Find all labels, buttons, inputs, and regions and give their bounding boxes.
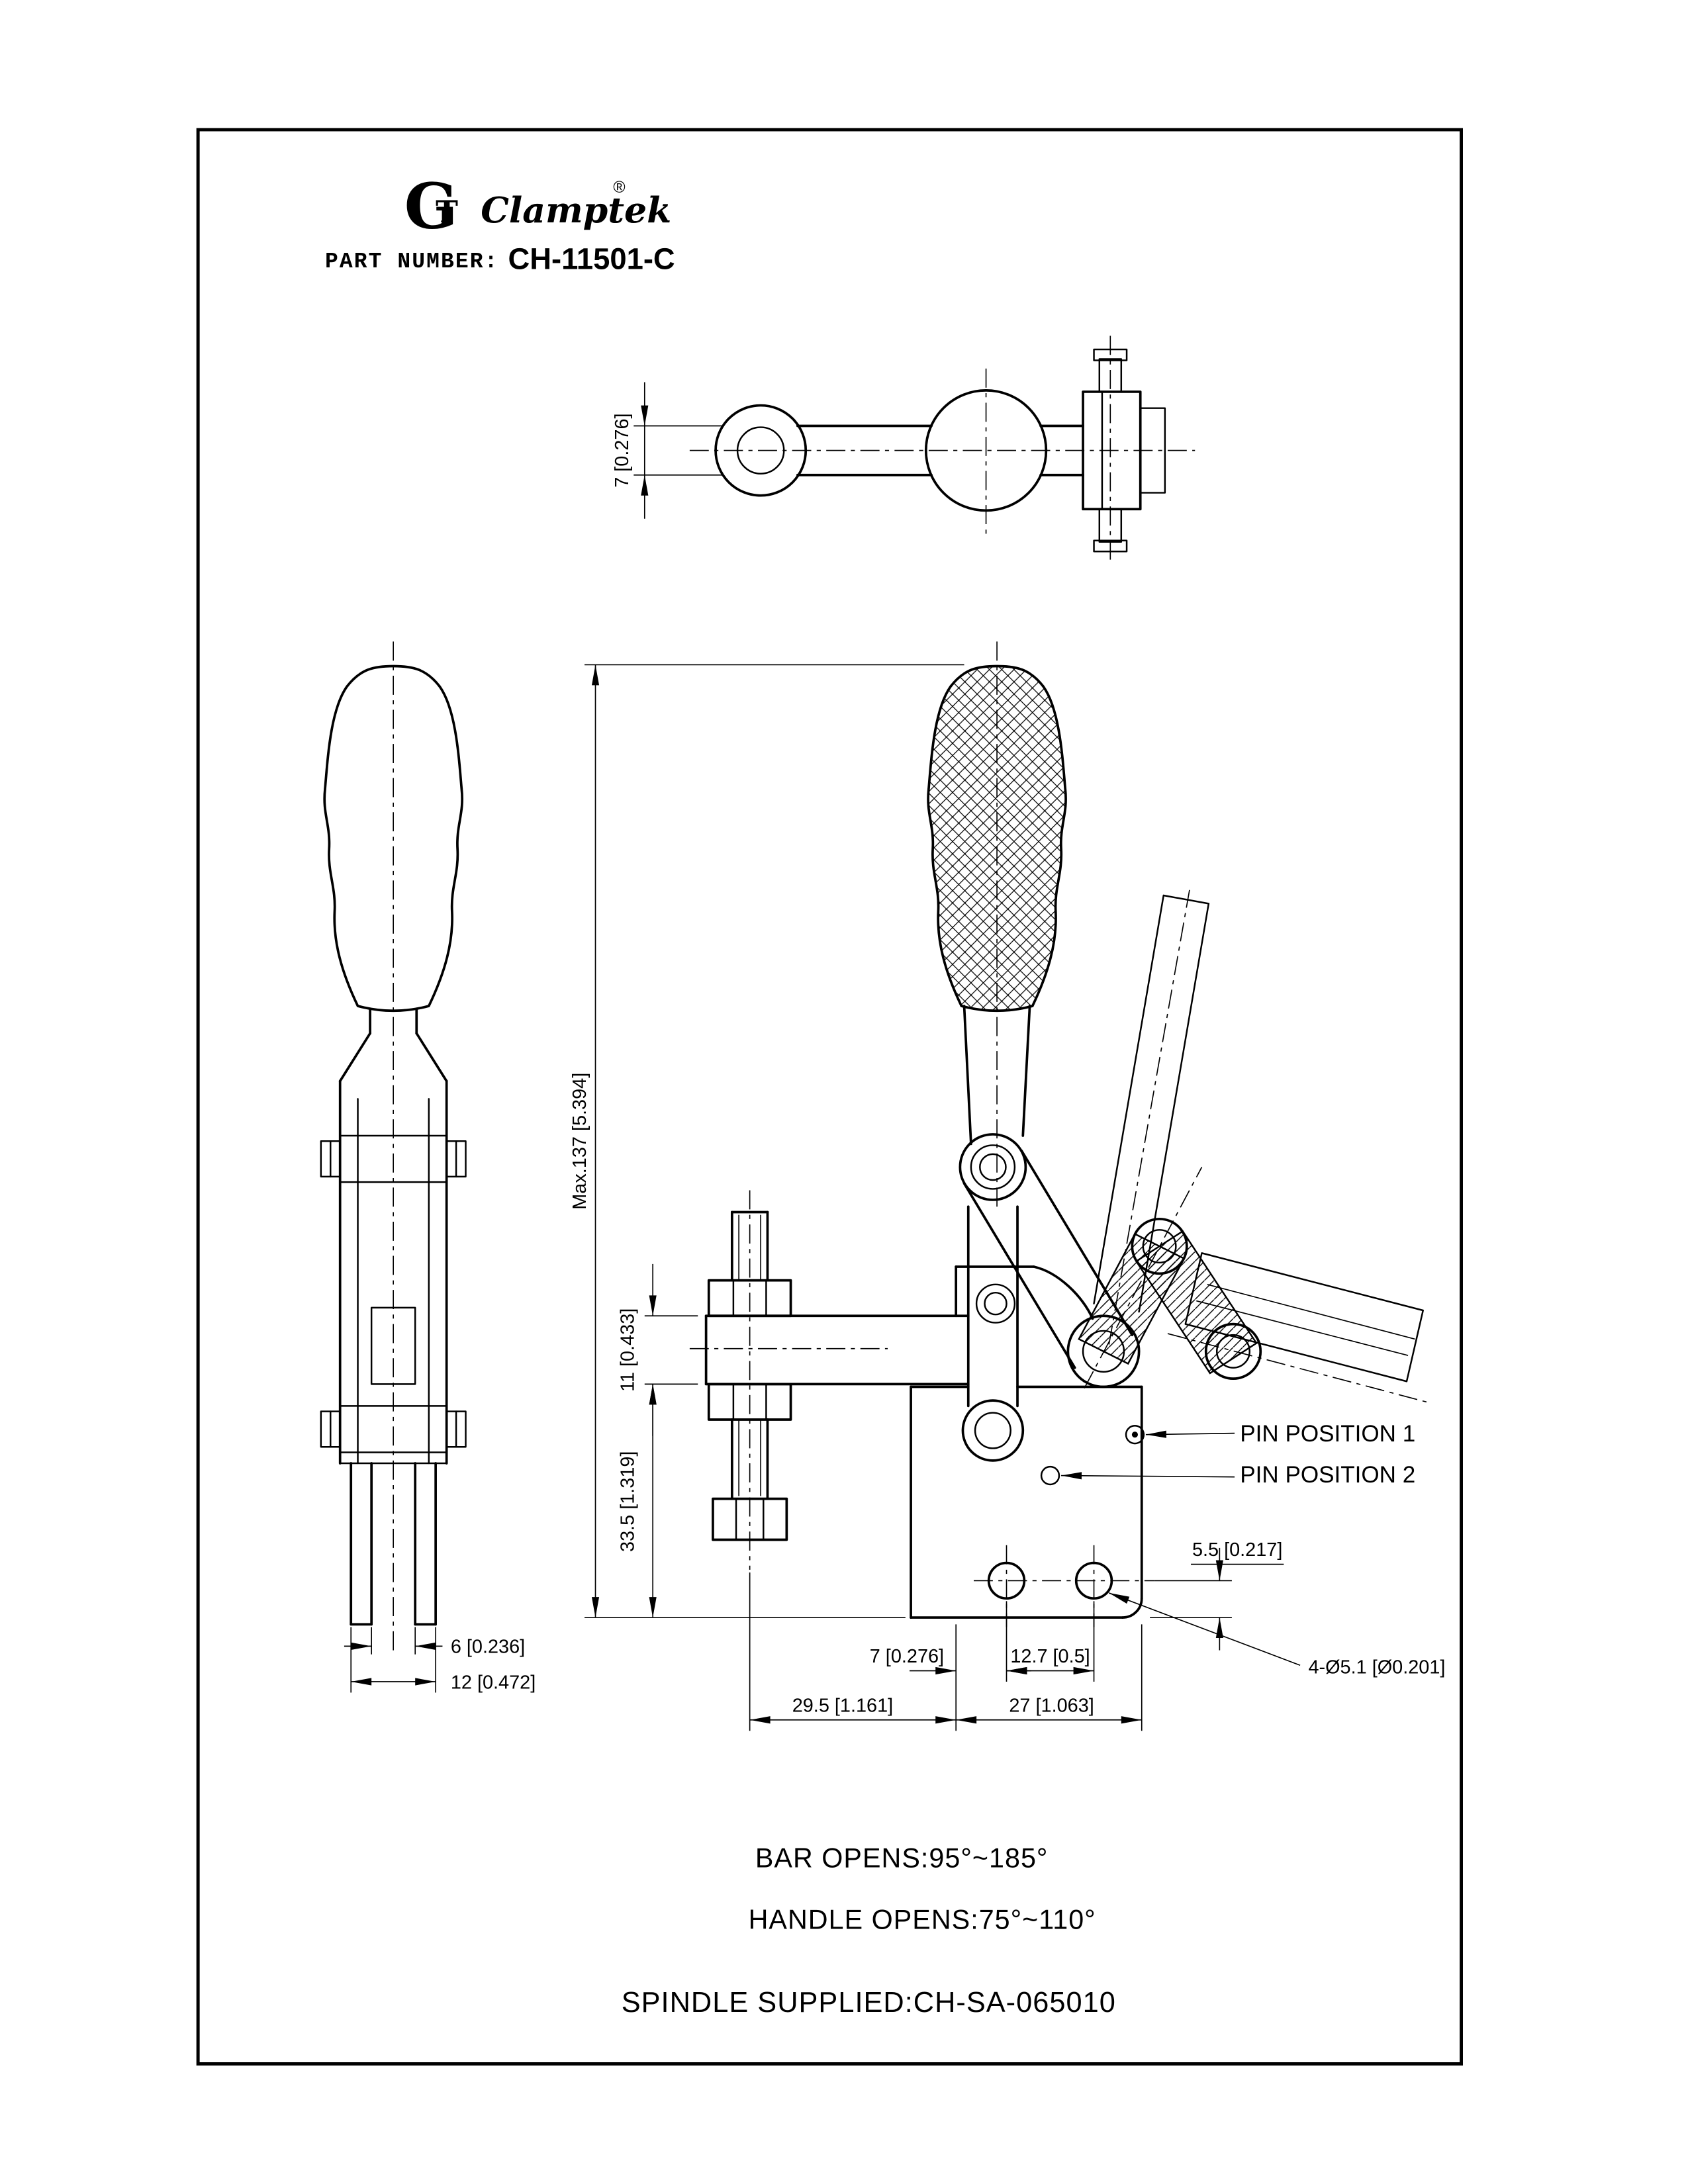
part-number: PART NUMBER: CH-11501-C <box>325 242 675 275</box>
note-handle-opens: HANDLE OPENS:75°~110° <box>749 1904 1096 1934</box>
registered-trademark-icon: ® <box>613 179 625 197</box>
drawing-border <box>196 128 1463 2066</box>
callout-pin-position-1: PIN POSITION 1 <box>1240 1421 1415 1447</box>
dim-hole-edge-distance: 5.5 [0.217] <box>1192 1539 1282 1561</box>
dim-hole-offset: 7 [0.276] <box>870 1646 944 1667</box>
dim-overall-height: Max.137 [5.394] <box>569 1073 590 1210</box>
dim-fork-outer-width: 12 [0.472] <box>451 1672 536 1693</box>
part-number-value: CH-11501-C <box>508 242 675 275</box>
dim-spindle-to-body: 29.5 [1.161] <box>792 1695 893 1716</box>
dim-mount-hole-callout: 4-Ø5.1 [Ø0.201] <box>1308 1657 1445 1678</box>
note-bar-opens: BAR OPENS:95°~185° <box>755 1843 1049 1874</box>
callout-pin-position-2: PIN POSITION 2 <box>1240 1462 1415 1488</box>
pin-hole-1 <box>1125 1425 1145 1445</box>
dim-hole-spacing: 12.7 [0.5] <box>1010 1646 1090 1667</box>
spindle-nut-upper <box>707 1279 792 1318</box>
brand-mark-t-icon: T <box>436 194 458 230</box>
brand-name: Clamptek <box>481 189 671 231</box>
dimensions: Max.137 [5.394] 11 [0.433] 33.5 [1.319] … <box>569 664 1445 1731</box>
dim-base-width: 27 [1.063] <box>1009 1695 1094 1716</box>
side-handle-grip <box>323 664 463 1013</box>
open-handle-edge <box>1093 894 1165 1304</box>
open-bar <box>1184 1252 1424 1383</box>
dim-top-view-width: 7 [0.276] <box>612 413 633 487</box>
front-view <box>689 641 1432 1627</box>
brand-mark-g-icon: G <box>404 169 458 243</box>
side-view: 6 [0.236] 12 [0.472] <box>320 641 536 1693</box>
top-view: 7 [0.276] <box>612 336 1196 565</box>
pin-hole-2 <box>1040 1465 1060 1486</box>
callouts: PIN POSITION 1 PIN POSITION 2 <box>1061 1421 1415 1488</box>
part-number-label: PART NUMBER: <box>325 250 498 274</box>
dim-fork-slot-width: 6 [0.236] <box>451 1637 525 1658</box>
note-spindle-supplied: SPINDLE SUPPLIED:CH-SA-065010 <box>622 1987 1116 2019</box>
notes: BAR OPENS:95°~185° HANDLE OPENS:75°~110°… <box>622 1843 1116 2019</box>
brand-logo: G T Clamptek ® <box>404 169 672 243</box>
dim-spindle-below-bar: 33.5 [1.319] <box>617 1451 638 1552</box>
dim-bar-section-height: 11 [0.433] <box>617 1308 638 1392</box>
